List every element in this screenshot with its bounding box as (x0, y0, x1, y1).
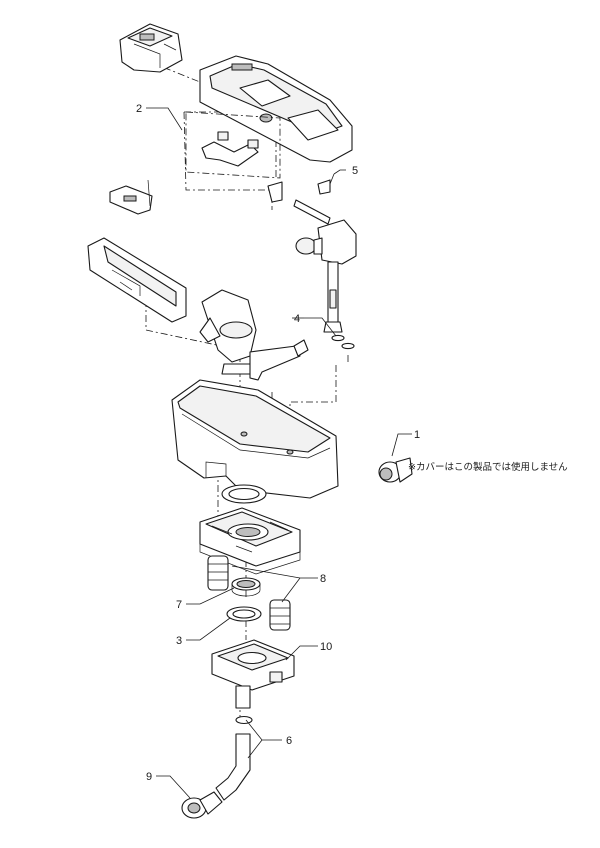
callout-10: 10 (320, 641, 332, 653)
leader-lines (146, 107, 412, 799)
callout-8: 8 (320, 573, 326, 585)
drain-adapter-10 (211, 639, 295, 709)
seal-washers (331, 334, 355, 350)
cushion-right (269, 599, 291, 631)
inner-cover (87, 237, 187, 323)
tank-body (171, 379, 339, 499)
tank-gasket (221, 484, 267, 504)
cushion-left (207, 555, 229, 591)
callout-1: 1 (414, 429, 420, 441)
flush-valve-assembly (199, 289, 309, 381)
drain-pipe-6 (215, 715, 253, 801)
fill-valve (295, 219, 357, 333)
callout-labels: 1 2 3 4 5 6 7 8 9 10 (136, 103, 420, 783)
tank-lid (199, 55, 353, 163)
callout-3: 3 (176, 635, 182, 647)
cover-not-used-note: ※カバーはこの製品では使用しません (408, 461, 568, 473)
callout-4: 4 (294, 313, 300, 325)
outlet-joint-9 (181, 791, 223, 819)
seal-ring-7 (231, 577, 261, 597)
callout-7: 7 (176, 599, 182, 611)
callout-5: 5 (352, 165, 358, 177)
cap-part-1 (378, 457, 413, 483)
lever-bracket (119, 23, 183, 73)
mounting-base-plate (199, 507, 301, 575)
refill-rod (293, 199, 331, 225)
gasket-3 (226, 606, 262, 622)
link-bracket-set (185, 111, 331, 203)
callout-6: 6 (286, 735, 292, 747)
callout-9: 9 (146, 771, 152, 783)
callout-2: 2 (136, 103, 142, 115)
small-clip (109, 179, 153, 215)
